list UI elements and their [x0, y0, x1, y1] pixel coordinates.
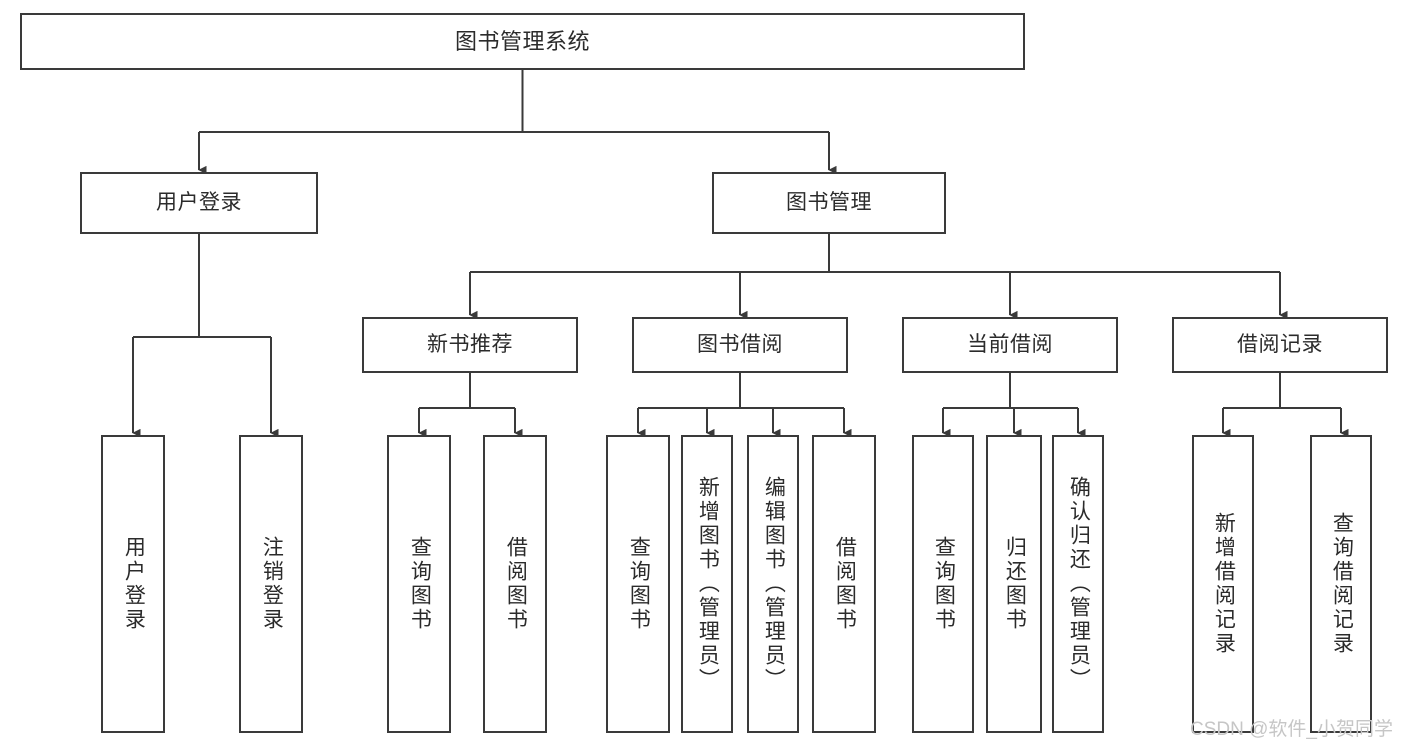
node-leaf-borrow-query-book[interactable]: 查询图书: [606, 435, 670, 733]
node-label: 注销登录: [260, 536, 284, 632]
node-label: 新增图书（管理员）: [696, 476, 720, 692]
node-user-login[interactable]: 用户登录: [80, 172, 318, 234]
node-leaf-user-logout[interactable]: 注销登录: [239, 435, 303, 733]
node-label: 确认归还（管理员）: [1067, 476, 1091, 692]
node-label: 用户登录: [122, 536, 146, 632]
node-book-manage[interactable]: 图书管理: [712, 172, 946, 234]
node-label: 查询图书: [408, 536, 432, 632]
node-current-borrow[interactable]: 当前借阅: [902, 317, 1118, 373]
node-label: 借阅图书: [504, 536, 528, 632]
node-label: 图书管理系统: [454, 28, 590, 54]
node-label: 查询图书: [627, 536, 651, 632]
node-label: 编辑图书（管理员）: [762, 476, 786, 692]
node-label: 借阅图书: [833, 536, 857, 632]
node-leaf-current-confirm-return[interactable]: 确认归还（管理员）: [1052, 435, 1104, 733]
node-book-borrow[interactable]: 图书借阅: [632, 317, 848, 373]
node-label: 图书借阅: [697, 332, 783, 356]
node-leaf-rec-query-book[interactable]: 查询图书: [387, 435, 451, 733]
node-label: 新书推荐: [427, 332, 513, 356]
node-leaf-current-query-book[interactable]: 查询图书: [912, 435, 974, 733]
node-leaf-borrow-edit-book[interactable]: 编辑图书（管理员）: [747, 435, 799, 733]
node-label: 新增借阅记录: [1212, 512, 1236, 656]
node-leaf-borrow-add-book[interactable]: 新增图书（管理员）: [681, 435, 733, 733]
node-leaf-current-return-book[interactable]: 归还图书: [986, 435, 1042, 733]
node-leaf-record-add[interactable]: 新增借阅记录: [1192, 435, 1254, 733]
node-label: 图书管理: [786, 190, 872, 214]
node-leaf-record-query[interactable]: 查询借阅记录: [1310, 435, 1372, 733]
node-leaf-rec-borrow-book[interactable]: 借阅图书: [483, 435, 547, 733]
node-label: 查询图书: [932, 536, 956, 632]
connector-lines: [131, 70, 1349, 438]
node-label: 借阅记录: [1237, 332, 1323, 356]
node-label: 归还图书: [1003, 536, 1027, 632]
node-label: 当前借阅: [967, 332, 1053, 356]
node-leaf-user-login[interactable]: 用户登录: [101, 435, 165, 733]
node-root[interactable]: 图书管理系统: [20, 13, 1025, 70]
node-borrow-record[interactable]: 借阅记录: [1172, 317, 1388, 373]
node-label: 用户登录: [156, 190, 242, 214]
node-new-book-rec[interactable]: 新书推荐: [362, 317, 578, 373]
node-leaf-borrow-borrow-book[interactable]: 借阅图书: [812, 435, 876, 733]
node-label: 查询借阅记录: [1330, 512, 1354, 656]
